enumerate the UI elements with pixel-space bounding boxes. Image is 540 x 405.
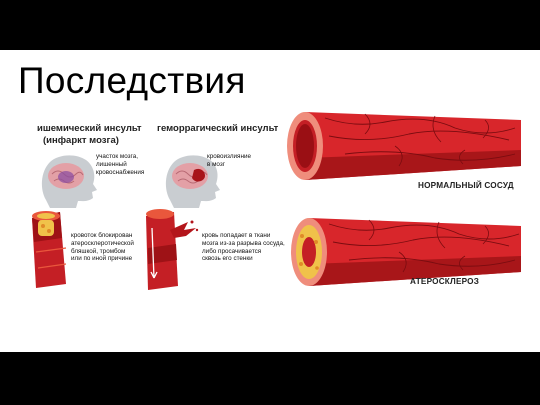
hemorrhagic-vessel-label-line: мозга из-за разрыва сосуда, — [202, 239, 285, 247]
hemorrhagic-vessel-label-line: кровь попадает в ткани — [202, 232, 271, 239]
blood-leak — [170, 222, 196, 238]
slide-title: Последствия — [18, 60, 246, 101]
ischemic-heading-line1: ишемический инсульт — [37, 123, 142, 134]
normal-vessel-illustration — [287, 112, 521, 180]
ischemic-brain-label-line: лишенный — [96, 160, 127, 168]
ischemic-brain-label-line: участок мозга, — [96, 153, 138, 160]
hemorrhagic-vessel-illustration — [146, 209, 199, 290]
hemorrhagic-brain-label-line: кровоизлияние — [207, 153, 251, 160]
ischemic-heading: ишемический инсульт (инфаркт мозга) — [37, 123, 142, 147]
ischemic-head-illustration — [41, 155, 97, 208]
ischemic-heading-line2: (инфаркт мозга) — [43, 135, 119, 146]
hemorrhagic-vessel-label: кровь попадает в ткани мозга из-за разры… — [202, 232, 285, 263]
atherosclerosis-vessel-illustration — [291, 218, 521, 286]
ischemic-brain-label-line: кровоснабжения — [96, 168, 145, 176]
plaque-clot — [38, 220, 54, 236]
ischemic-vessel-label: кровоток блокирован атеросклеротической … — [71, 232, 134, 263]
ischemic-vessel-label-line: бляшкой, тромбом — [71, 247, 126, 255]
hemorrhagic-vessel-label-line: либо просачивается — [202, 247, 262, 255]
normal-vessel-label: НОРМАЛЬНЫЙ СОСУД — [418, 181, 514, 190]
ischemic-vessel-illustration — [32, 211, 67, 288]
hemorrhagic-vessel-label-line: сквозь его стенки — [202, 255, 253, 263]
top-letterbox — [0, 0, 540, 50]
ischemic-brain-label: участок мозга, лишенный кровоснабжения — [96, 153, 144, 176]
hemorrhagic-head-illustration — [165, 155, 220, 208]
ischemic-vessel-label-line: кровоток блокирован — [71, 232, 133, 239]
hemorrhagic-brain-label-line: в мозг — [207, 160, 226, 168]
atherosclerosis-label: АТЕРОСКЛЕРОЗ — [410, 277, 480, 286]
hemorrhagic-brain-label: кровоизлияние в мозг — [207, 153, 251, 169]
ischemic-vessel-label-line: или по иной причине — [71, 255, 133, 263]
slide-canvas: Последствия ишемический инсульт (инфаркт… — [0, 50, 540, 352]
hemorrhagic-heading: геморрагический инсульт — [157, 123, 279, 134]
ischemic-vessel-label-line: атеросклеротической — [71, 239, 134, 247]
bottom-letterbox — [0, 352, 540, 405]
